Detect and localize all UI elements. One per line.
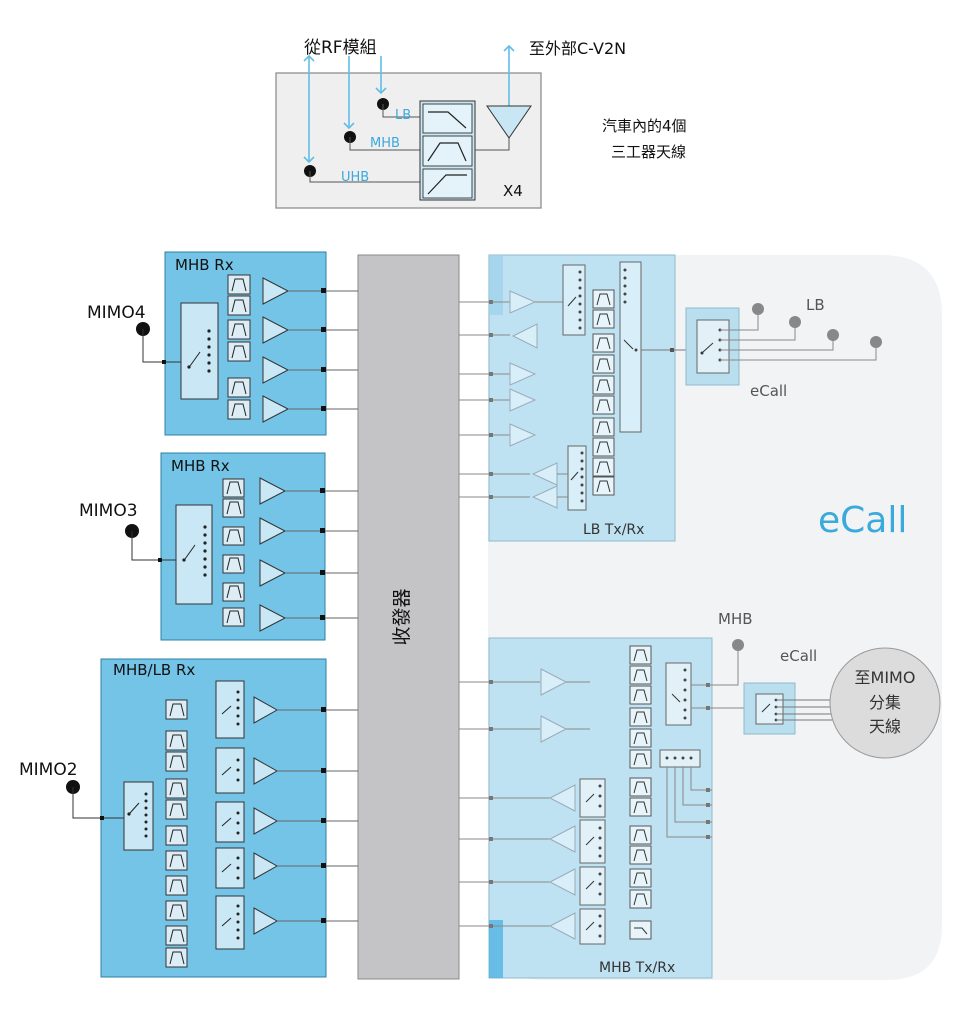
mimo-diversity-line-3: 天線	[869, 717, 901, 736]
mhb-trx-label: MHB Tx/Rx	[599, 960, 675, 976]
transceiver-label: 收發器	[391, 588, 413, 645]
rx-filters	[227, 274, 251, 420]
triplexer-filter-stack	[419, 100, 476, 201]
lna-amplifiers	[259, 477, 287, 632]
lb-ecall-label: eCall	[750, 382, 787, 400]
lb-label: LB	[395, 108, 411, 123]
triplexer-amplifier	[486, 105, 532, 139]
mhb-trx-module: MHB Tx/Rx	[459, 637, 757, 979]
rx-module-mimo2: MHB/LB Rx	[19, 658, 358, 978]
quantity-label: X4	[503, 182, 523, 200]
lb-antenna-1	[752, 303, 764, 315]
note-line-1: 汽車內的4個	[602, 117, 687, 135]
lna-amplifiers	[262, 277, 290, 423]
mimo2-label: MIMO2	[19, 760, 78, 780]
mimo-diversity-antenna	[829, 647, 941, 759]
mhb-antenna	[732, 639, 744, 651]
triplexer-box	[275, 72, 542, 209]
antenna-switch	[175, 504, 213, 605]
lna-amplifiers	[253, 696, 279, 935]
rx-module-mimo3: MHB Rx MIMO3	[79, 452, 358, 641]
rx-filters	[165, 699, 188, 968]
mhb-filters	[629, 645, 652, 940]
mhb-rx-switches	[579, 778, 606, 945]
antenna-switch	[180, 302, 219, 400]
lb-pa-amplifiers	[509, 290, 558, 509]
lb-trx-label: LB Tx/Rx	[583, 522, 644, 538]
mhb-ecall-section: MHB eCall 至MIMO 分集 天線	[718, 610, 941, 759]
antenna-switch	[123, 781, 154, 851]
mimo3-label: MIMO3	[79, 501, 138, 521]
lb-ecall-switch: LB eCall	[685, 296, 882, 400]
mhb-pa-amplifiers	[540, 668, 576, 940]
rx-module-mimo4: MHB Rx MIMO4	[87, 251, 358, 436]
mhb-splitter	[659, 749, 701, 768]
lb-antenna-4	[870, 336, 882, 348]
to-external-label: 至外部C-V2N	[529, 39, 626, 58]
ecall-zone-label: eCall	[818, 500, 907, 541]
uhb-label: UHB	[341, 170, 369, 185]
mhb-ecall-label: eCall	[780, 647, 817, 665]
mimo4-label: MIMO4	[87, 303, 146, 323]
lb-trx-module: LB Tx/Rx	[459, 254, 686, 542]
rx-title-2: MHB Rx	[171, 457, 230, 475]
rx-title-1: MHB Rx	[175, 256, 234, 274]
rx-title-3: MHB/LB Rx	[113, 661, 195, 679]
mimo-diversity-line-1: 至MIMO	[855, 668, 916, 687]
lb-antenna-2	[789, 316, 801, 328]
mimo-diversity-line-2: 分集	[869, 693, 901, 712]
note-line-2: 三工器天線	[611, 143, 686, 161]
mhb-antenna-label: MHB	[718, 610, 753, 628]
triplexer-inset: 從RF模組 至外部C-V2N LB MHB UHB X4 汽車內的4個 三工器天…	[275, 38, 687, 209]
rx-switches	[215, 680, 245, 950]
lb-antenna-label: LB	[806, 296, 825, 314]
from-rf-label: 從RF模組	[304, 38, 377, 58]
transceiver-block	[357, 254, 460, 980]
lb-filters	[592, 289, 615, 496]
mhb-label: MHB	[370, 136, 400, 151]
lb-antenna-3	[827, 329, 839, 341]
mhb-main-switch	[665, 662, 692, 726]
